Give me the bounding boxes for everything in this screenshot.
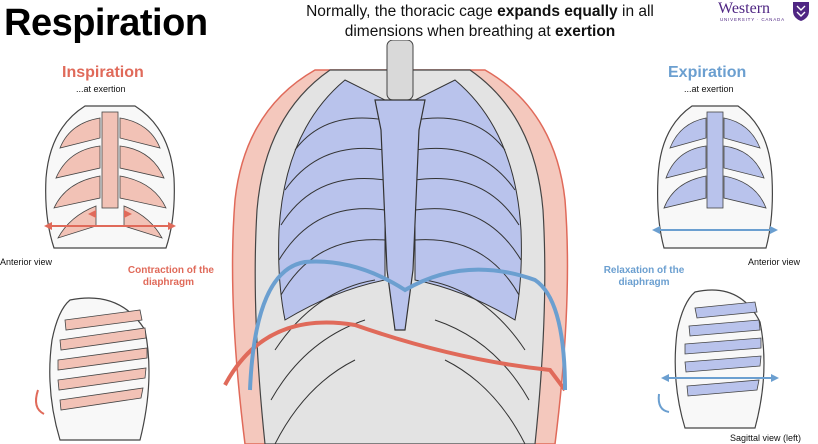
- sternum-small: [706, 111, 724, 209]
- right-rib-fill: [414, 79, 522, 321]
- logo-name: Western: [718, 0, 771, 17]
- contraction-note-line1: Contraction of the: [127, 265, 214, 276]
- arrow-inner-right-icon: [124, 210, 132, 218]
- inspiration-diaphragm-line: [223, 320, 567, 392]
- arrow-left-icon: [44, 222, 52, 230]
- inspiration-anterior-cage: [44, 105, 176, 249]
- expiration-subheading: ...at exertion: [684, 84, 734, 94]
- rotation-arrow-icon: [35, 389, 45, 415]
- expiration-heading: Expiration: [668, 64, 747, 81]
- cervical-spine: [386, 40, 414, 101]
- contraction-note: Contraction of the diaphragm: [100, 265, 214, 289]
- arrow-right-icon: [770, 226, 778, 234]
- relaxation-note-line1: Relaxation of the: [603, 265, 685, 276]
- expiration-anterior-cage: [652, 105, 778, 249]
- subtitle-bold-1: expands equally: [497, 3, 618, 20]
- subtitle: Normally, the thoracic cage expands equa…: [270, 2, 690, 42]
- expiration-diaphragm-line: [248, 259, 567, 391]
- sternum: [374, 99, 426, 331]
- anterior-view-label-right: Anterior view: [748, 257, 801, 267]
- central-rib-cage-illustration: [223, 40, 569, 444]
- arrow-right-icon: [771, 374, 779, 382]
- logo-subtext: UNIVERSITY · CANADA: [720, 17, 785, 22]
- arrow-left-icon: [652, 226, 660, 234]
- contraction-note-line2: diaphragm: [142, 277, 194, 288]
- subtitle-bold-2: exertion: [554, 23, 616, 40]
- inspiration-heading: Inspiration: [62, 64, 144, 81]
- relaxation-note-line2: diaphragm: [618, 277, 670, 288]
- crest-icon: [793, 2, 809, 21]
- arrow-left-icon: [661, 374, 669, 382]
- sternum-small: [101, 111, 119, 209]
- subtitle-part-2: in all dimensions when breathing at: [344, 3, 654, 40]
- western-logo: Western UNIVERSITY · CANADA: [718, 0, 816, 26]
- relaxation-note: Relaxation of the diaphragm: [596, 265, 692, 289]
- inspiration-sagittal-cage: [35, 297, 150, 441]
- page-title: Respiration: [4, 2, 208, 44]
- inspiration-subheading: ...at exertion: [76, 84, 126, 94]
- sagittal-view-label: Sagittal view (left): [730, 433, 802, 443]
- arrow-right-icon: [168, 222, 176, 230]
- subtitle-part-1: Normally, the thoracic cage: [306, 3, 498, 20]
- anterior-view-label-left: Anterior view: [0, 257, 53, 267]
- rotation-arrow-icon: [657, 393, 670, 413]
- expiration-sagittal-cage: [657, 289, 779, 429]
- arrow-inner-left-icon: [88, 210, 96, 218]
